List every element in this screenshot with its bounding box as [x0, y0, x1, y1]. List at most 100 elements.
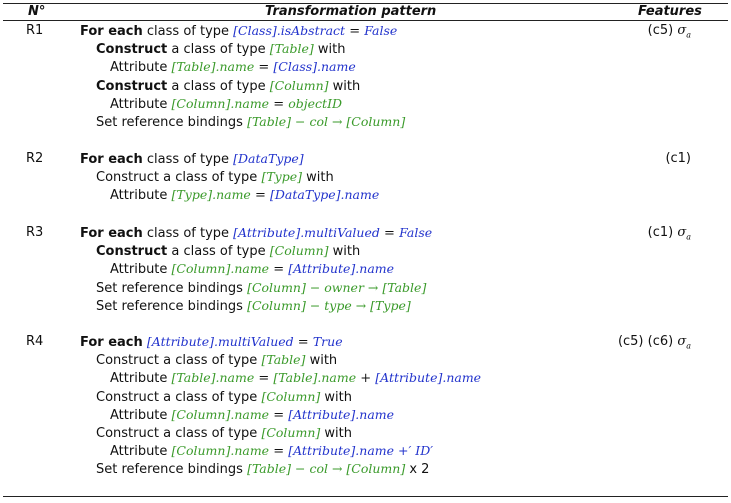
pattern-line: Construct a class of type [Type] with [96, 168, 334, 186]
math-expression: objectID [288, 95, 343, 111]
pattern-text: Construct a class of type [96, 170, 262, 186]
pattern-line: For each class of type [DataType] [80, 150, 304, 168]
table-bottom-rule [3, 496, 728, 497]
pattern-text: = [345, 24, 365, 39]
math-expression: [Table].name [171, 370, 255, 386]
sigma-feature: σa [673, 334, 691, 351]
math-expression: [Column].name [171, 261, 270, 277]
pattern-line: Construct a class of type [Column] with [96, 388, 352, 406]
feature-codes: (c5) [647, 23, 674, 38]
math-expression: [Column].name [171, 95, 270, 111]
math-expression: [Type].name [171, 187, 251, 203]
rule-features: (c1) [665, 150, 691, 167]
math-expression: [Type] [261, 169, 303, 185]
pattern-text: with [302, 170, 334, 186]
pattern-text: class of type [142, 152, 234, 167]
rule-id: R3 [26, 225, 44, 240]
math-expression: [Column] [269, 77, 329, 93]
pattern-text: = [250, 188, 270, 204]
math-expression: [Column] − type → [Type] [247, 297, 411, 313]
pattern-line: Set reference bindings [Table] − col → [… [96, 113, 405, 131]
math-expression: [DataType] [233, 151, 304, 166]
pattern-text: Attribute [110, 60, 172, 76]
math-expression: [Table] − col → [Column] [247, 461, 406, 477]
pattern-text: Attribute [110, 188, 172, 204]
math-expression: [Column] [261, 388, 321, 404]
pattern-text: x 2 [405, 462, 430, 478]
pattern-text: with [320, 389, 352, 405]
pattern-line: Attribute [Column].name = [Attribute].na… [110, 442, 433, 460]
pattern-text: Attribute [110, 371, 172, 387]
pattern-line: Construct a class of type [Column] with [96, 424, 352, 442]
math-expression: [Column] [261, 425, 321, 440]
keyword: Construct [96, 244, 168, 260]
pattern-text: with [328, 78, 361, 94]
pattern-text: + [356, 371, 376, 387]
pattern-text: Construct a class of type [96, 353, 262, 369]
pattern-line: Construct a class of type [Table] with [96, 40, 345, 58]
math-expression: [Table] [261, 352, 306, 368]
math-expression: [Attribute].name [375, 370, 482, 386]
pattern-text: Set reference bindings [96, 115, 248, 130]
feature-codes: (c5) (c6) [617, 334, 674, 349]
pattern-line: For each class of type [Attribute].multi… [80, 224, 432, 242]
math-expression: [Table].name [273, 370, 357, 386]
pattern-text: = [379, 226, 400, 241]
pattern-text: = [269, 444, 289, 460]
pattern-text: Set reference bindings [96, 280, 248, 296]
pattern-text: a class of type [167, 244, 270, 260]
keyword: Construct [96, 78, 168, 94]
pattern-line: Construct a class of type [Column] with [96, 77, 360, 95]
math-expression: [Attribute].multiValued [146, 334, 294, 349]
math-expression: [Attribute].multiValued [233, 225, 380, 240]
pattern-text: class of type [142, 24, 234, 39]
pattern-text: with [313, 42, 346, 58]
math-expression: [Table].name [171, 59, 255, 75]
pattern-text: = [269, 262, 289, 278]
math-expression: [Column] − owner → [Table] [247, 279, 427, 295]
pattern-text: = [254, 60, 274, 76]
table-top-rule [3, 3, 728, 4]
header-features: Features [638, 4, 702, 19]
rule-id: R2 [26, 151, 44, 166]
pattern-line: Attribute [Column].name = [Attribute].na… [110, 406, 394, 424]
keyword: For each [80, 335, 143, 350]
pattern-text: = [293, 335, 313, 350]
sigma-feature: σa [673, 225, 691, 242]
pattern-text: class of type [142, 226, 234, 241]
sigma-subscript: a [686, 341, 691, 351]
math-expression: [Class].name [273, 59, 356, 75]
header-number: N° [28, 4, 46, 19]
math-expression: [Attribute].name [288, 406, 395, 422]
sigma-subscript: a [686, 30, 691, 40]
pattern-line: Set reference bindings [Table] − col → [… [96, 460, 429, 478]
math-expression: [Class].isAbstract [233, 23, 346, 38]
pattern-text: a class of type [167, 42, 270, 58]
pattern-line: Attribute [Table].name = [Table].name + … [110, 369, 481, 387]
pattern-text: a class of type [167, 78, 270, 94]
pattern-line: Construct a class of type [Column] with [96, 242, 360, 260]
pattern-text: Attribute [110, 407, 172, 423]
pattern-text: = [269, 96, 289, 112]
keyword: For each [80, 152, 143, 167]
pattern-line: Set reference bindings [Column] − type →… [96, 297, 411, 315]
keyword: For each [80, 226, 143, 241]
pattern-line: Set reference bindings [Column] − owner … [96, 279, 426, 297]
pattern-text: Set reference bindings [96, 298, 248, 314]
pattern-line: Attribute [Column].name = [Attribute].na… [110, 260, 394, 278]
pattern-line: Construct a class of type [Table] with [96, 351, 337, 369]
math-expression: [Column].name [171, 443, 270, 459]
pattern-text: Set reference bindings [96, 462, 248, 478]
pattern-line: For each class of type [Class].isAbstrac… [80, 22, 397, 40]
math-expression: [Table] [269, 41, 314, 57]
pattern-text: Construct a class of type [96, 426, 262, 441]
keyword: Construct [96, 42, 168, 58]
math-expression: [Column] [269, 243, 329, 259]
math-expression: False [364, 23, 398, 38]
pattern-text: with [305, 353, 338, 369]
pattern-text: Attribute [110, 444, 172, 460]
math-expression: [Attribute].name [288, 261, 395, 277]
pattern-line: Attribute [Table].name = [Class].name [110, 58, 356, 76]
pattern-text: = [254, 371, 274, 387]
math-expression: [DataType].name [270, 187, 380, 203]
